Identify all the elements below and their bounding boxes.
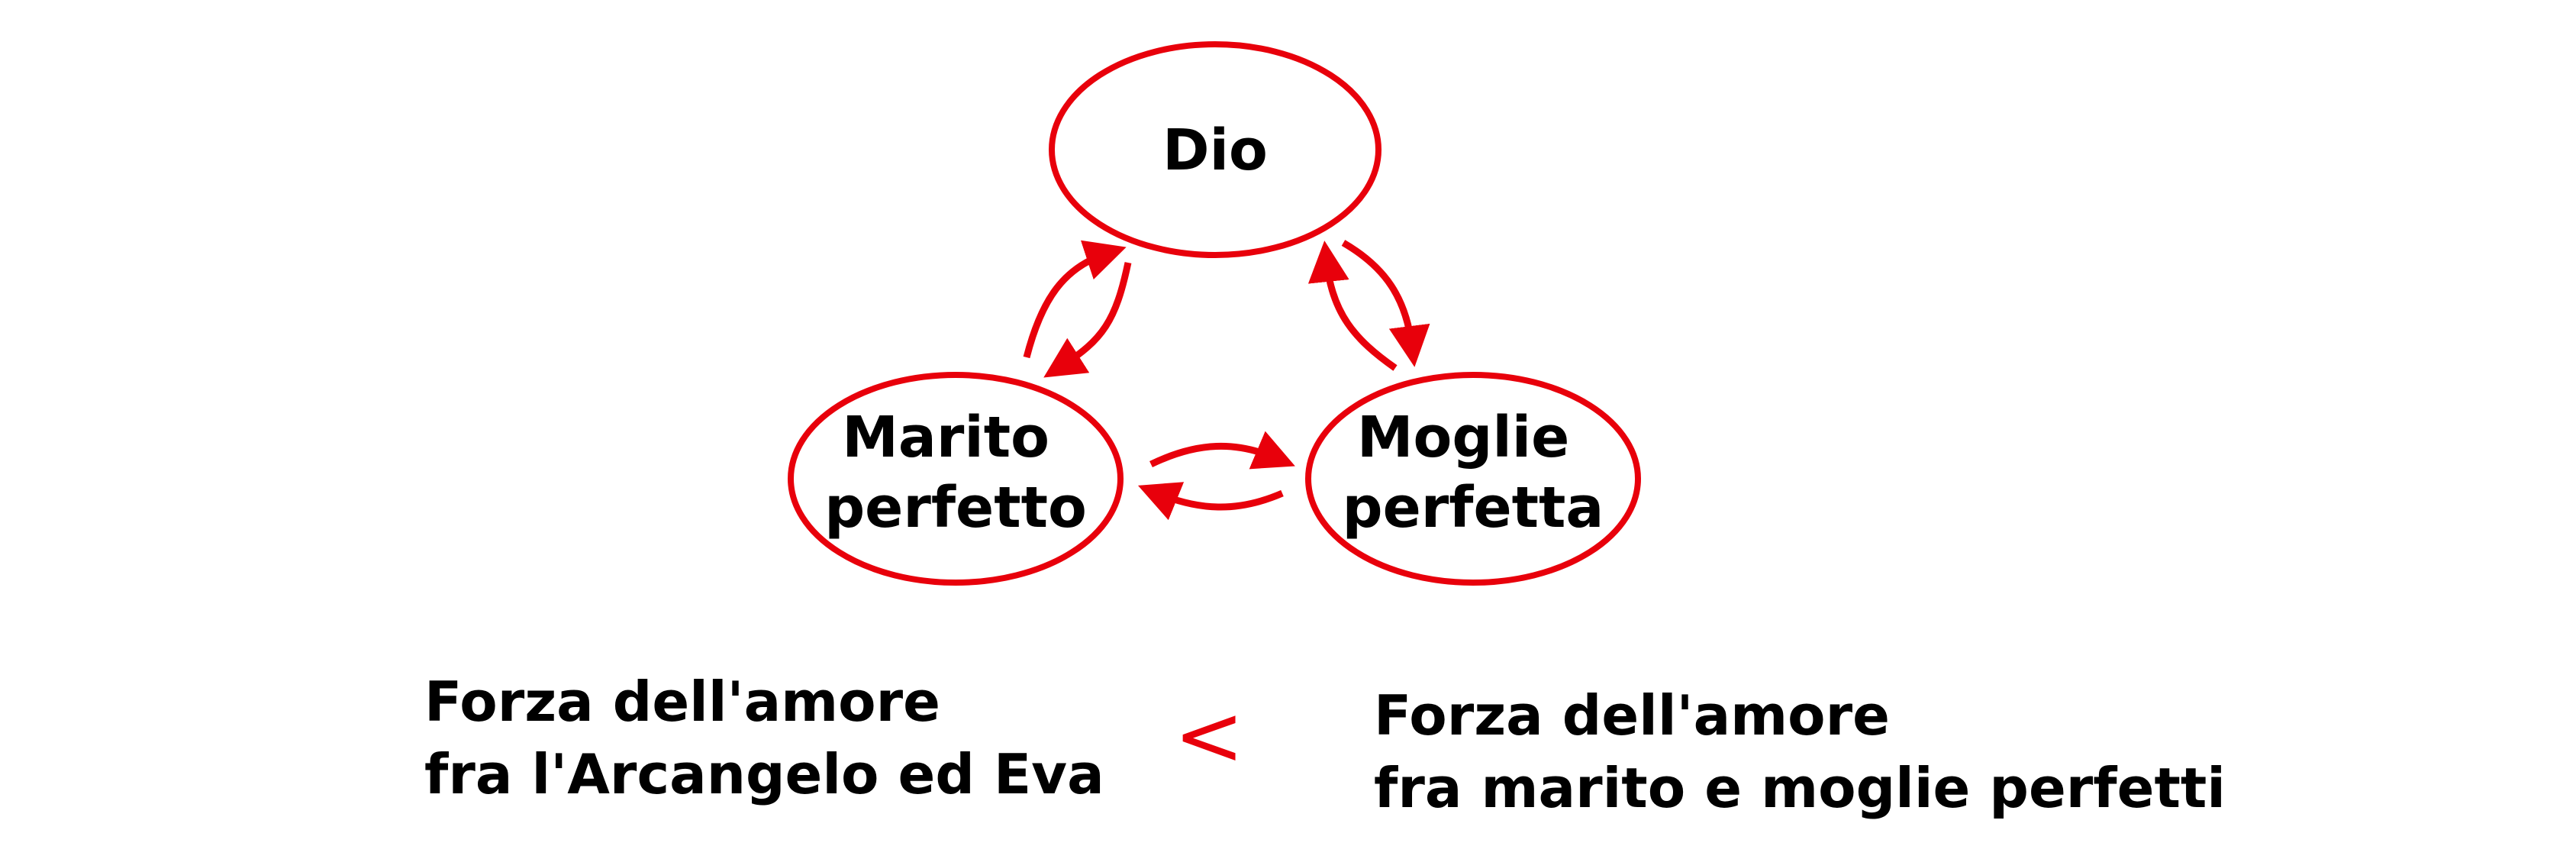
node-dio-label-line: Dio bbox=[1162, 118, 1268, 183]
node-moglie-label-line-1: Moglie bbox=[1357, 405, 1569, 470]
caption-right: Forza dell'amore fra marito e moglie per… bbox=[1374, 680, 2226, 825]
caption-left-line-2: fra l'Arcangelo ed Eva bbox=[424, 742, 1104, 806]
node-dio-label: Dio bbox=[1162, 118, 1268, 183]
arrow-moglie-to-dio bbox=[1307, 241, 1398, 371]
caption-left-line-1: Forza dell'amore bbox=[424, 670, 940, 734]
caption-right-line-2: fra marito e moglie perfetti bbox=[1374, 756, 2226, 820]
arrow-marito-to-dio bbox=[1023, 240, 1127, 359]
comparison-symbol: < bbox=[1174, 686, 1245, 784]
node-marito-label-line-2: perfetto bbox=[824, 475, 1087, 541]
node-moglie-label-line-2: perfetta bbox=[1343, 475, 1604, 541]
node-dio-ellipse bbox=[1049, 41, 1381, 258]
node-dio: Dio bbox=[1049, 41, 1381, 258]
node-moglie: Moglie perfetta bbox=[1305, 372, 1641, 586]
node-moglie-label: Moglie perfetta bbox=[1343, 405, 1604, 541]
node-moglie-ellipse bbox=[1305, 372, 1641, 586]
arrow-marito-to-moglie bbox=[1149, 431, 1295, 470]
node-marito-label-line-1: Marito bbox=[842, 405, 1049, 470]
arrow-moglie-to-marito bbox=[1137, 482, 1284, 521]
node-marito: Marito perfetto bbox=[788, 372, 1124, 586]
caption-left: Forza dell'amore fra l'Arcangelo ed Eva bbox=[424, 666, 1104, 811]
arrow-dio-to-marito bbox=[1043, 262, 1132, 378]
node-marito-ellipse bbox=[788, 372, 1124, 586]
node-marito-label: Marito perfetto bbox=[824, 405, 1087, 541]
arrow-dio-to-moglie bbox=[1341, 240, 1430, 367]
caption-right-line-1: Forza dell'amore bbox=[1374, 683, 1890, 748]
